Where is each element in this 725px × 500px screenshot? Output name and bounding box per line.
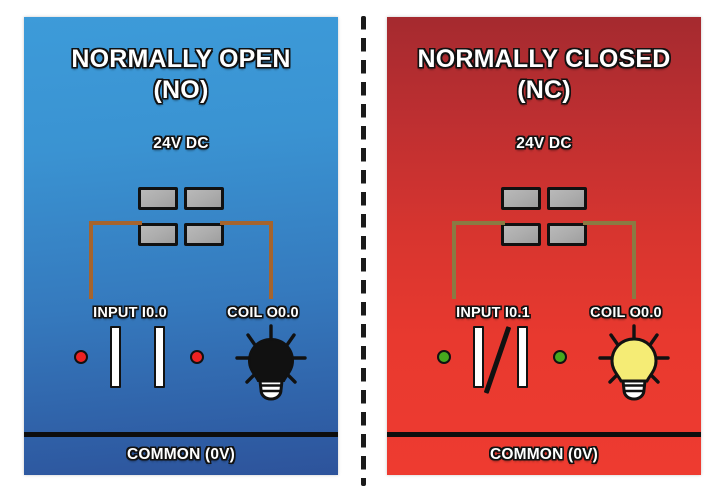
panel-title-line2: (NO)	[153, 76, 209, 104]
wire-left-vertical	[452, 221, 456, 299]
common-label-nc: COMMON (0V)	[489, 446, 599, 463]
contact-bar-right	[517, 326, 528, 388]
voltage-label-nc: 24V DC	[516, 135, 572, 152]
panel-normally-closed: NORMALLY CLOSED (NC) 24V DC INPUT I0.1 C…	[387, 17, 701, 475]
wire-left-vertical	[89, 221, 93, 299]
panel-title-line1: NORMALLY CLOSED	[417, 45, 671, 73]
lightbulb-icon-off	[222, 322, 320, 404]
indicator-led-left-no	[74, 350, 88, 364]
terminal-4	[184, 223, 224, 246]
terminal-2	[547, 187, 587, 210]
terminal-1	[501, 187, 541, 210]
contact-symbol-no	[74, 326, 204, 388]
panel-title-nc: NORMALLY CLOSED (NC)	[387, 44, 701, 106]
wire-right-horizontal	[583, 221, 636, 225]
terminal-3	[138, 223, 178, 246]
contact-slash-icon	[483, 326, 512, 394]
panel-normally-open: NORMALLY OPEN (NO) 24V DC INPUT I0.0 COI…	[24, 17, 338, 475]
input-label-nc: INPUT I0.1	[456, 305, 530, 321]
wire-left-horizontal	[89, 221, 142, 225]
terminal-block-no	[138, 187, 224, 246]
common-rail-no	[24, 432, 338, 437]
common-label-no: COMMON (0V)	[126, 446, 236, 463]
panel-title-line2: (NC)	[517, 76, 571, 104]
terminal-2	[184, 187, 224, 210]
lightbulb-icon-on	[585, 322, 683, 404]
wire-left-horizontal	[452, 221, 505, 225]
contact-bar-left	[473, 326, 484, 388]
terminal-1	[138, 187, 178, 210]
wire-right-vertical	[632, 221, 636, 299]
panel-title-line1: NORMALLY OPEN	[71, 45, 291, 73]
panel-title-no: NORMALLY OPEN (NO)	[24, 44, 338, 106]
wire-right-horizontal	[220, 221, 273, 225]
coil-label-no: COIL O0.0	[227, 305, 299, 321]
indicator-led-right-no	[190, 350, 204, 364]
contact-symbol-nc	[437, 326, 567, 394]
indicator-led-left-nc	[437, 350, 451, 364]
panel-divider	[361, 16, 366, 486]
contact-bar-right	[154, 326, 165, 388]
contact-bar-left	[110, 326, 121, 388]
indicator-led-right-nc	[553, 350, 567, 364]
terminal-4	[547, 223, 587, 246]
wire-right-vertical	[269, 221, 273, 299]
common-rail-nc	[387, 432, 701, 437]
coil-label-nc: COIL O0.0	[590, 305, 662, 321]
voltage-label-no: 24V DC	[153, 135, 209, 152]
input-label-no: INPUT I0.0	[93, 305, 167, 321]
terminal-block-nc	[501, 187, 587, 246]
terminal-3	[501, 223, 541, 246]
